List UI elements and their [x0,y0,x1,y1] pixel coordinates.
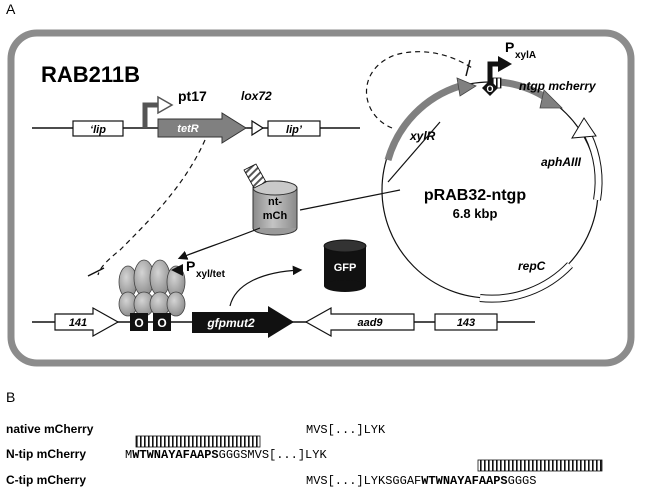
pxylA-arrowhead [498,56,512,72]
gene-141 [54,306,120,338]
row-label-ctip: C-tip mCherry [6,473,86,487]
gfpmut2-to-gfp-arrow [229,265,303,307]
row-label-ntip: N-tip mCherry [6,447,86,461]
pt17-label: pt17 [178,88,207,104]
gfp-protein [323,239,367,292]
lox72-label: lox72 [241,89,272,103]
xylR-repression-bar [465,59,471,77]
lox72-site [251,119,265,137]
nt-mch-label-line1: nt- [268,196,282,208]
pxylA-promoter-arrow [487,61,500,87]
nt-mch-label-line2: mCh [263,210,288,222]
pxyltet-label-main: P [186,258,195,274]
gene-gfpmut2 [192,312,270,333]
plasmid-operator-diamond [482,80,498,96]
seq-ntip: MWTWNAYAFAAPSGGGSMVS[...]LYK [125,448,327,462]
gene-lip-left [72,120,124,137]
gfp-label: GFP [334,262,357,274]
gene-lip-left-label: ‘lip [90,124,106,136]
gene-tetR [157,112,247,144]
operator-box-2 [153,313,171,331]
gene-xylR-arrowhead [456,77,477,97]
operator-box-1 [130,313,148,331]
panel-a-label: A [6,1,16,17]
tetR-repression-bar [87,267,105,277]
xylR-repression-dashed [365,51,473,129]
operator-box-1-label: O [134,316,143,330]
gene-lip-right-label: lip’ [286,124,303,136]
pxyltet-label-sub: xyl/tet [196,269,226,280]
gene-aphAIII-label: aphAIII [541,155,582,169]
panel-b-label: B [6,389,15,405]
pt17-arrowhead [157,95,174,115]
cell-outline [7,29,635,367]
plasmid-to-ntmch-line [299,189,401,211]
gene-tetR-label: tetR [177,123,198,135]
ctip-hatch-bar [477,459,603,472]
strain-label: RAB211B [41,62,140,87]
xylR-to-plasmid-line [387,121,441,183]
plasmid-name: pRAB32-ntgp [424,187,526,204]
gene-143 [434,313,498,331]
seq-ctip: MVS[...]LYKSGGAFWTWNAYAFAAPSGGGS [306,474,536,488]
gene-aad9-label: aad9 [357,317,383,329]
row-label-native: native mCherry [6,422,94,436]
ntmch-to-repressor-arrow [177,227,261,260]
gene-gfpmut2-label: gfpmut2 [206,316,255,330]
gene-ntgp-label: ntgp mcherry [519,79,597,93]
pt17-promoter-arrow [142,102,160,128]
svg-text:P: P [505,39,514,55]
svg-text:xylA: xylA [515,50,536,61]
pxylA-label: P xylA [505,39,536,61]
gene-aphAIII-arc-fill [585,133,602,201]
seq-native: MVS[...]LYK [306,423,386,437]
operator-box-2-label: O [157,316,166,330]
plasmid-size: 6.8 kbp [453,206,498,221]
gene-141-label: 141 [69,317,87,329]
nt-mch-tag-hatch [243,163,267,189]
nt-mch-protein [252,180,298,236]
pxyltet-arrowhead [171,264,183,276]
gene-aphAIII-arrowhead [571,117,597,139]
gene-repC-arc-fill [479,262,573,302]
gene-143-label: 143 [457,317,475,329]
gene-xylR-arc [384,82,462,161]
plasmid-operator-label: O [486,84,493,94]
tetR-repressor-complex [118,259,186,317]
gene-repC-label: repC [518,259,546,273]
gene-aad9 [304,306,415,338]
ntip-hatch-bar [135,435,261,448]
gene-ntgp-arrowhead [539,89,563,109]
gene-lip-right [267,120,321,137]
gene-xylR-label: xylR [409,129,436,143]
gene-gfpmut2-arrowhead [268,306,294,338]
tetR-repression-dashed [97,139,206,276]
